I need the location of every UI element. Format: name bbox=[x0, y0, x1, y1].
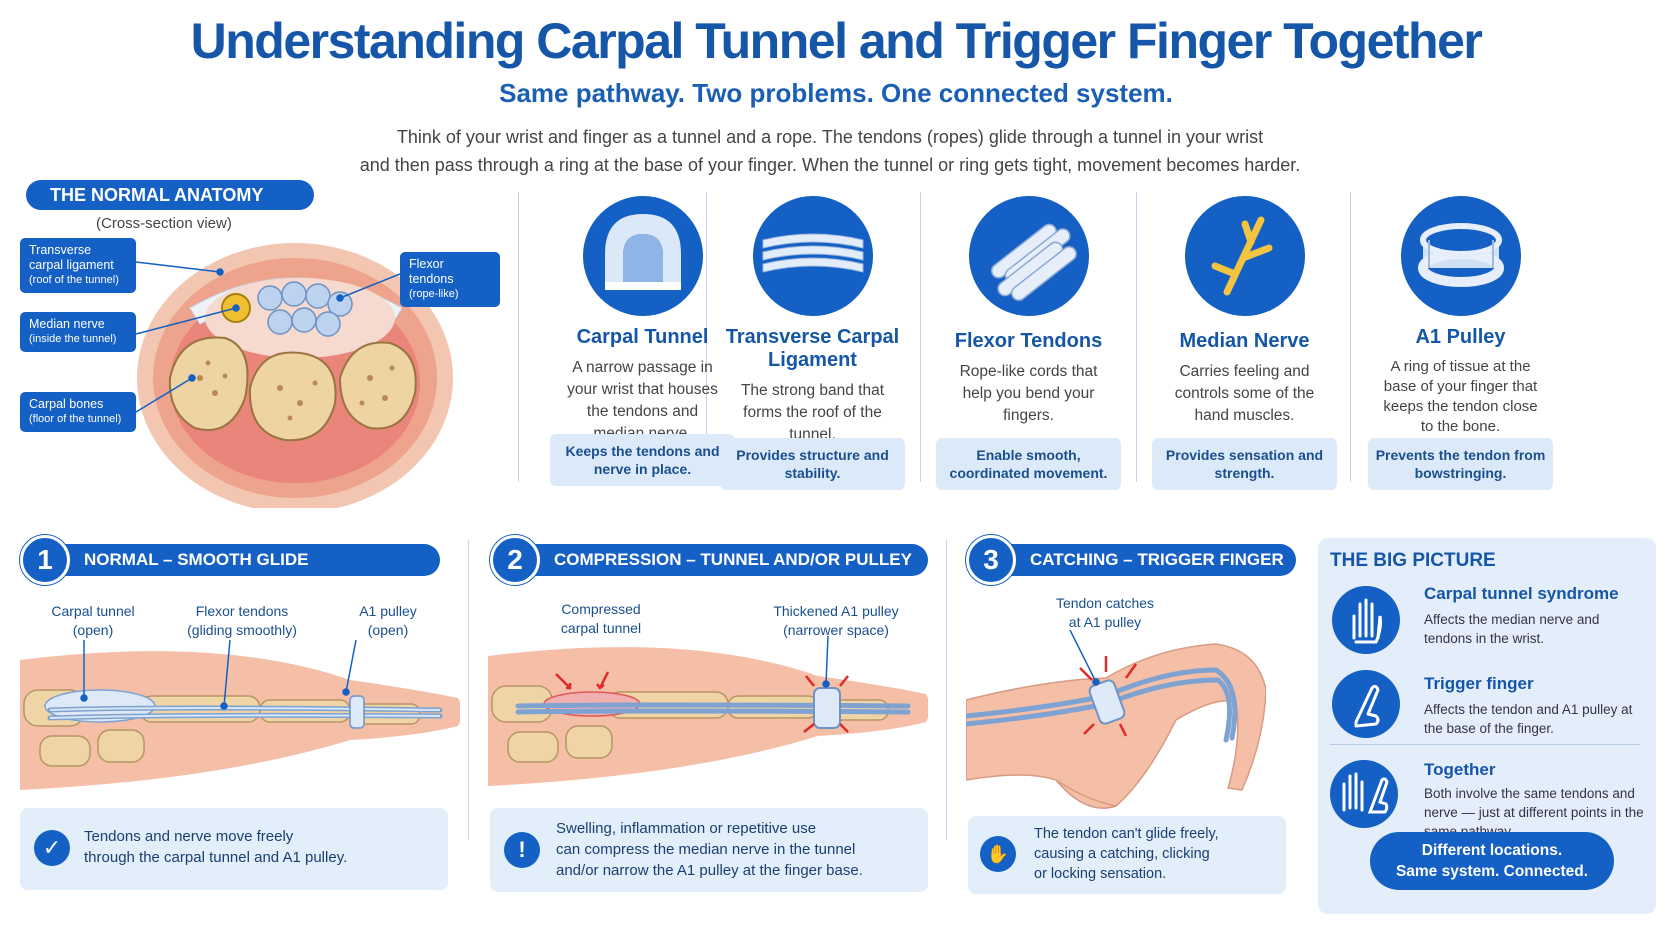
big-picture-heading: THE BIG PICTURE bbox=[1330, 550, 1496, 571]
card-title: Carpal Tunnel bbox=[576, 326, 709, 348]
step-3-illustration bbox=[966, 630, 1266, 809]
card-benefit: Prevents the tendon from bowstringing. bbox=[1368, 438, 1553, 490]
card-benefit: Enable smooth, coordinated movement. bbox=[936, 438, 1121, 490]
tunnel-icon bbox=[582, 196, 703, 316]
step-1-illustration bbox=[20, 640, 460, 790]
card-benefit: Provides structure and stability. bbox=[720, 438, 905, 490]
card-transverse-ligament: Transverse Carpal Ligament The strong ba… bbox=[710, 196, 915, 490]
step-3-number: 3 bbox=[966, 535, 1016, 585]
label-carpal-tunnel: Carpal tunnel(open) bbox=[51, 603, 135, 638]
big-picture-summary: Different locations. Same system. Connec… bbox=[1370, 832, 1614, 890]
callout-carpal-bones: Carpal bones (floor of the tunnel) bbox=[20, 392, 136, 432]
anatomy-subheading: (Cross-section view) bbox=[96, 215, 232, 232]
card-benefit: Provides sensation and strength. bbox=[1152, 438, 1337, 490]
card-a1-pulley: A1 Pulley A ring of tissue at the base o… bbox=[1358, 196, 1563, 490]
label-a1-pulley: A1 pulley(open) bbox=[359, 603, 417, 638]
hand-icon bbox=[1332, 586, 1400, 654]
separator bbox=[706, 192, 707, 482]
alert-icon: ! bbox=[504, 832, 540, 868]
label-thickened-pulley: Thickened A1 pulley(narrower space) bbox=[773, 603, 899, 638]
card-flexor-tendons: Flexor Tendons Rope-like cords that help… bbox=[926, 196, 1131, 490]
step-1-info: ✓ Tendons and nerve move freely through … bbox=[20, 808, 448, 890]
separator bbox=[946, 540, 947, 840]
finger-icon bbox=[1332, 670, 1400, 738]
callout-transverse-ligament: Transverse carpal ligament (roof of the … bbox=[20, 238, 136, 293]
separator bbox=[468, 540, 469, 840]
card-desc: A ring of tissue at the base of your fin… bbox=[1383, 358, 1538, 435]
card-benefit: Keeps the tendons and nerve in place. bbox=[550, 434, 735, 486]
card-desc: The strong band that forms the roof of t… bbox=[740, 382, 885, 443]
divider bbox=[1330, 744, 1640, 745]
separator bbox=[920, 192, 921, 482]
card-desc: Carries feeling and controls some of the… bbox=[1174, 363, 1315, 424]
card-median-nerve: Median Nerve Carries feeling and control… bbox=[1142, 196, 1347, 490]
step-2-info: ! Swelling, inflammation or repetitive u… bbox=[490, 808, 928, 892]
step-3-info: ✋ The tendon can't glide freely, causing… bbox=[968, 816, 1286, 894]
separator bbox=[518, 192, 519, 482]
card-carpal-tunnel: Carpal Tunnel A narrow passage in your w… bbox=[540, 196, 745, 486]
hands-icon bbox=[1330, 760, 1398, 828]
separator bbox=[1136, 192, 1137, 482]
tendons-icon bbox=[968, 196, 1089, 316]
hand-stop-icon: ✋ bbox=[980, 836, 1016, 872]
page-subtitle: Same pathway. Two problems. One connecte… bbox=[499, 78, 1173, 108]
step-2-title: COMPRESSION – TUNNEL AND/OR PULLEY bbox=[534, 544, 928, 576]
step-1-number: 1 bbox=[20, 535, 70, 585]
step-2-number: 2 bbox=[490, 535, 540, 585]
card-title: Transverse Carpal Ligament bbox=[725, 326, 900, 371]
check-icon: ✓ bbox=[34, 830, 70, 866]
card-desc: Rope-like cords that help you bend your … bbox=[959, 363, 1098, 424]
anatomy-heading: THE NORMAL ANATOMY bbox=[26, 180, 314, 210]
step-2-illustration bbox=[488, 636, 928, 786]
callout-flexor-tendons: Flexor tendons (rope-like) bbox=[400, 252, 500, 307]
step-3-title: CATCHING – TRIGGER FINGER bbox=[1010, 544, 1296, 576]
pulley-icon bbox=[1400, 196, 1521, 316]
nerve-icon bbox=[1184, 196, 1305, 316]
ligament-icon bbox=[752, 196, 873, 316]
card-title: A1 Pulley bbox=[1415, 326, 1506, 348]
callout-median-nerve: Median nerve (inside the tunnel) bbox=[20, 312, 136, 352]
label-flexor-tendons: Flexor tendons(gliding smoothly) bbox=[187, 603, 297, 638]
page-title: Understanding Carpal Tunnel and Trigger … bbox=[190, 13, 1483, 69]
separator bbox=[1350, 192, 1351, 482]
step-1-title: NORMAL – SMOOTH GLIDE bbox=[64, 544, 440, 576]
card-title: Median Nerve bbox=[1179, 330, 1310, 352]
card-title: Flexor Tendons bbox=[954, 330, 1103, 352]
intro-text: Think of your wrist and finger as a tunn… bbox=[359, 127, 1301, 175]
